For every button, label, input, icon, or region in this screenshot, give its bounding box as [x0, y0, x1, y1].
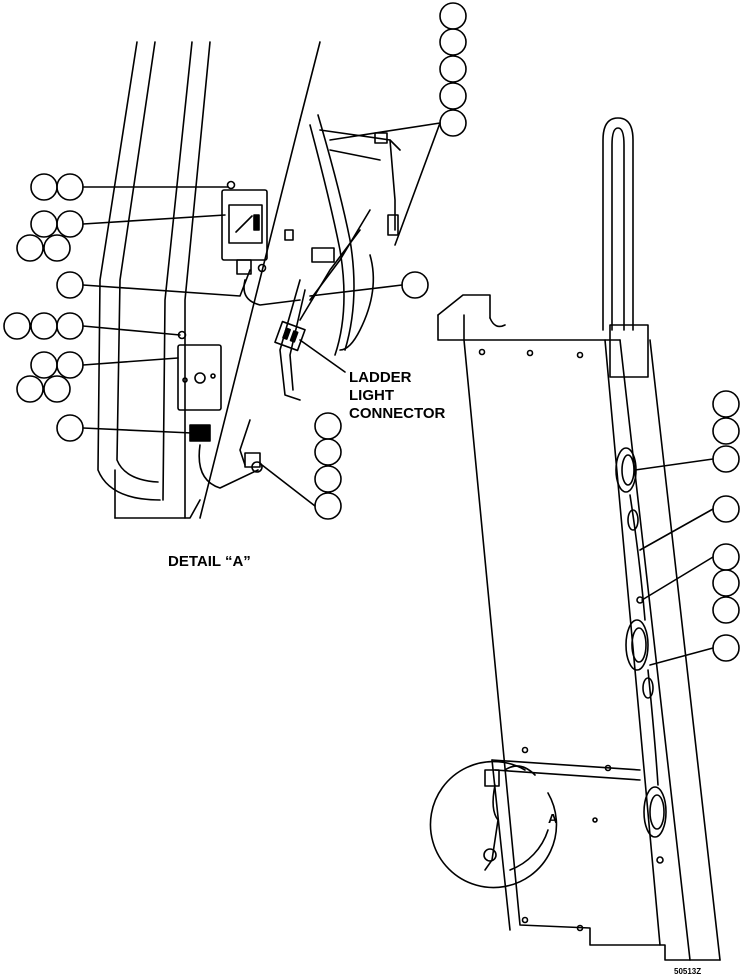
ladder-light-connector-plug: [274, 320, 306, 352]
ladder-bottom-step: [491, 746, 641, 931]
wiring-harness: [198, 114, 401, 489]
main-view-leader-lines: [634, 458, 714, 666]
detail-a-title: DETAIL “A”: [168, 553, 251, 570]
harness-clamp: [244, 452, 263, 473]
cab-pillar-outline: [97, 41, 321, 519]
main-view-callout-bubbles: [712, 390, 740, 662]
ladder-light-connector-label-3: CONNECTOR: [349, 405, 446, 422]
ladder-side-rail: [437, 294, 721, 961]
detail-a-leader-lines: [82, 122, 441, 507]
detail-a-callout-bubbles: [3, 2, 467, 520]
detail-a-callout-letter: A: [548, 811, 558, 826]
light-switch-box: [221, 180, 268, 275]
ladder-light-connector-label-1: LADDER: [349, 369, 412, 386]
ladder-light-fixtures: [615, 447, 667, 864]
ladder-light-connector-label-2: LIGHT: [349, 387, 394, 404]
detail-a-callout-circle: [429, 760, 558, 889]
ladder-handrail: [602, 117, 649, 378]
figure-number: 50513Z: [674, 967, 701, 976]
